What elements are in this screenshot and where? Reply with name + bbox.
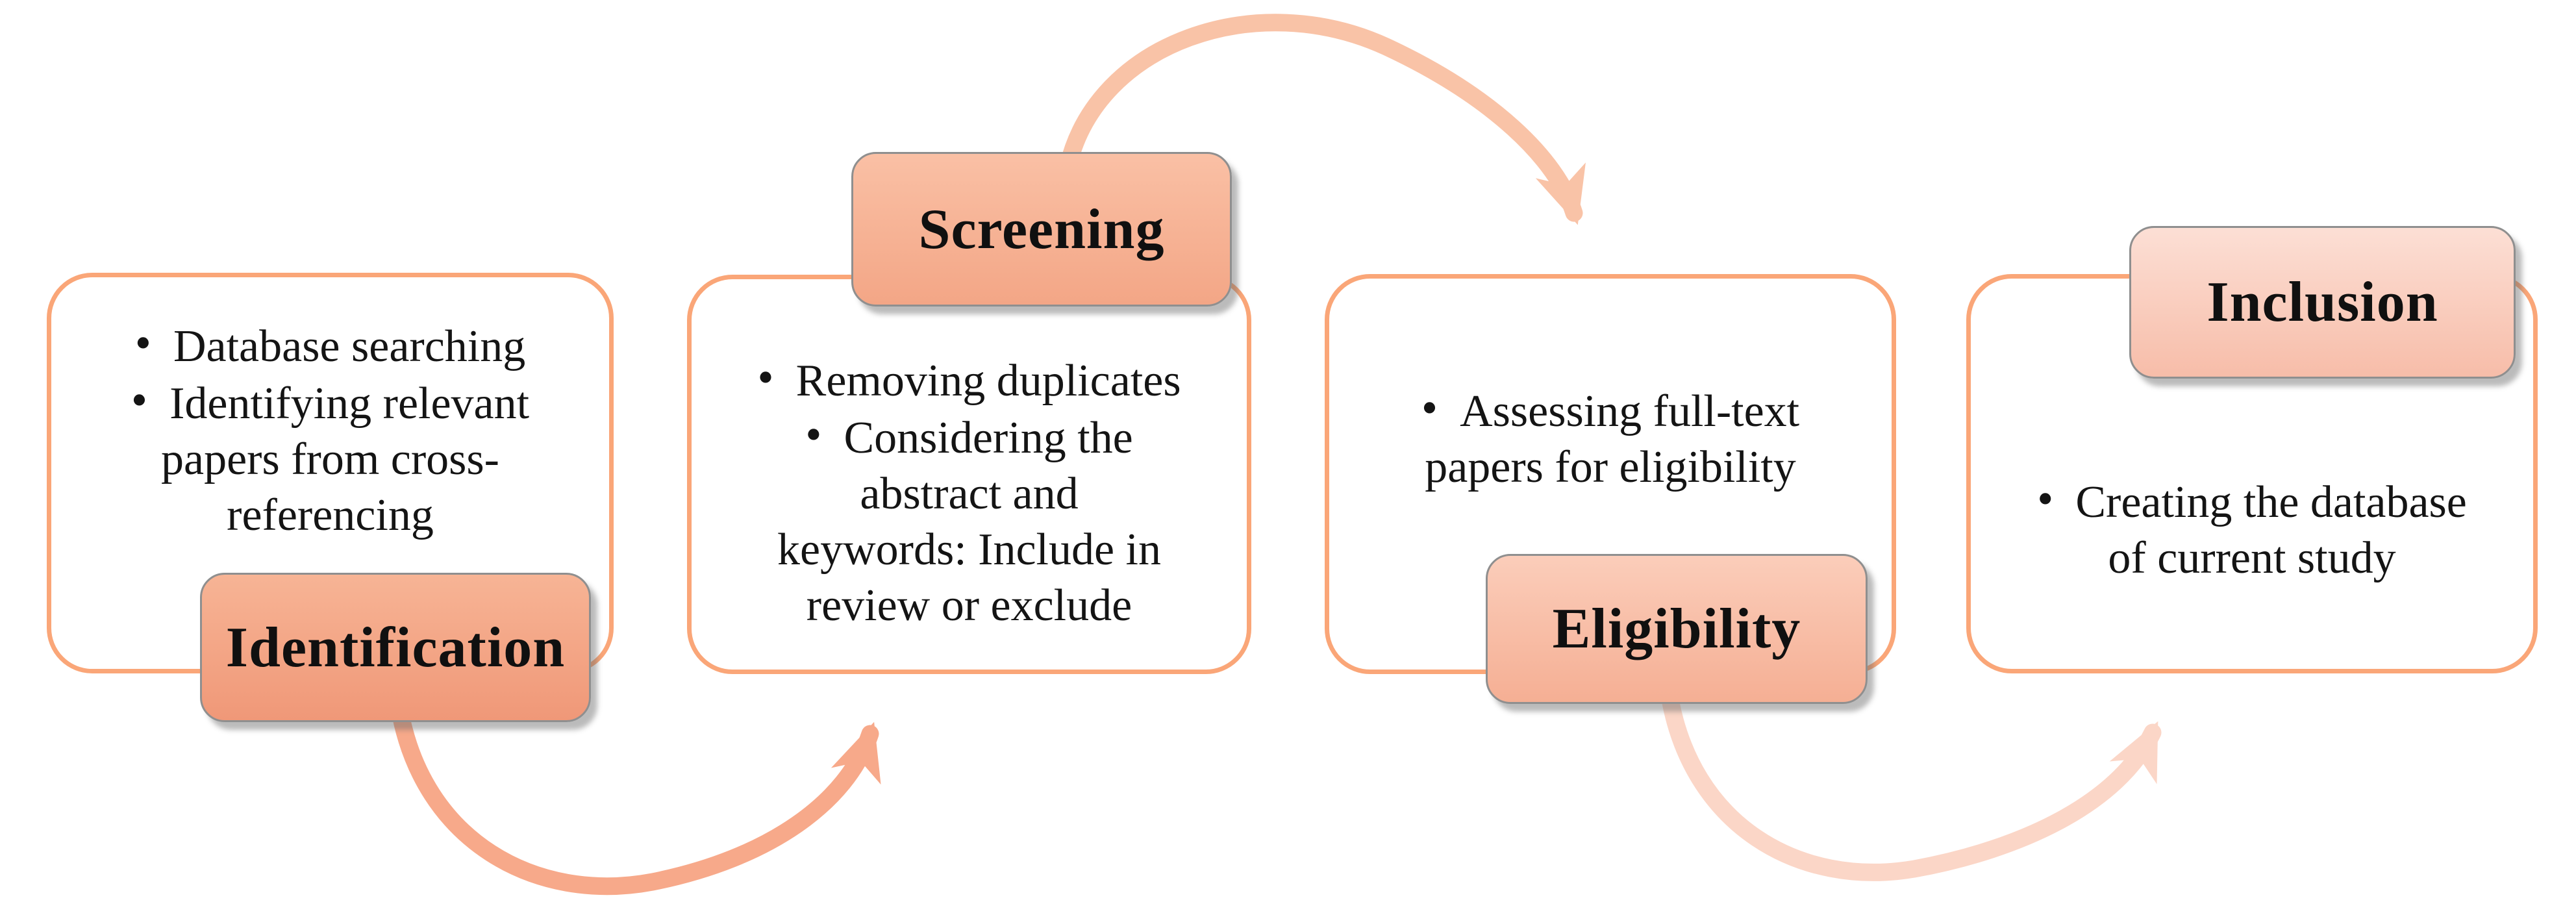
bullet-continuation: review or exclude xyxy=(806,581,1132,631)
bullet-continuation: papers for eligibility xyxy=(1425,442,1796,492)
bullet-line: • Removing duplicates xyxy=(711,351,1227,409)
bullet-line: • Identifying relevant xyxy=(71,374,590,432)
bullet-line: • Creating the database xyxy=(1990,473,2514,531)
stage-content-inclusion: • Creating the database of current study xyxy=(1990,279,2514,669)
bullet-text: Assessing full-text xyxy=(1460,386,1800,436)
bullet-dot: • xyxy=(134,317,151,369)
stage-content-eligibility: • Assessing full-text papers for eligibil… xyxy=(1349,279,1872,670)
stage-badge-eligibility: Eligibility xyxy=(1486,554,1868,704)
bullet-dot: • xyxy=(1421,382,1438,434)
stage-box-screening: •Removing duplicates •Considering the ab… xyxy=(687,275,1251,674)
bullet-text: Database searching xyxy=(173,321,526,371)
bullet-text: Identifying relevant xyxy=(169,379,530,429)
bullet-dot: • xyxy=(757,351,774,403)
bullet-dot: • xyxy=(131,374,148,426)
bullet-line: • Database searching xyxy=(71,317,590,375)
bullet-continuation: of current study xyxy=(2108,533,2396,583)
bullet-text: Considering the xyxy=(844,413,1133,463)
arrow-eligibility-to-inclusion xyxy=(1660,683,2162,881)
bullet-line: • Assessing full-text xyxy=(1349,382,1872,440)
bullet-continuation: keywords: Include in xyxy=(777,525,1161,575)
bullet-continuation: abstract and xyxy=(860,469,1079,519)
stage-content-screening: •Removing duplicates •Considering the ab… xyxy=(711,279,1227,670)
stage-content-identification: • Database searching • Identifying relevan… xyxy=(71,277,590,669)
arrow-identification-to-screening xyxy=(390,699,881,896)
bullet-line: • Considering the xyxy=(711,408,1227,466)
bullet-dot: • xyxy=(2037,473,2054,525)
bullet-text: Creating the database xyxy=(2075,477,2467,527)
stage-badge-screening: Screening xyxy=(851,152,1232,307)
bullet-continuation: referencing xyxy=(227,490,434,540)
bullet-dot: • xyxy=(805,408,822,460)
arrow-screening-to-eligibility xyxy=(1059,14,1586,225)
stage-box-identification: • Database searching • Identifying relevan… xyxy=(47,273,614,673)
stage-badge-identification: Identification xyxy=(200,573,591,722)
bullet-continuation: papers from cross- xyxy=(161,434,499,484)
stage-badge-inclusion: Inclusion xyxy=(2129,226,2516,379)
bullet-text: Removing duplicates xyxy=(795,356,1181,406)
